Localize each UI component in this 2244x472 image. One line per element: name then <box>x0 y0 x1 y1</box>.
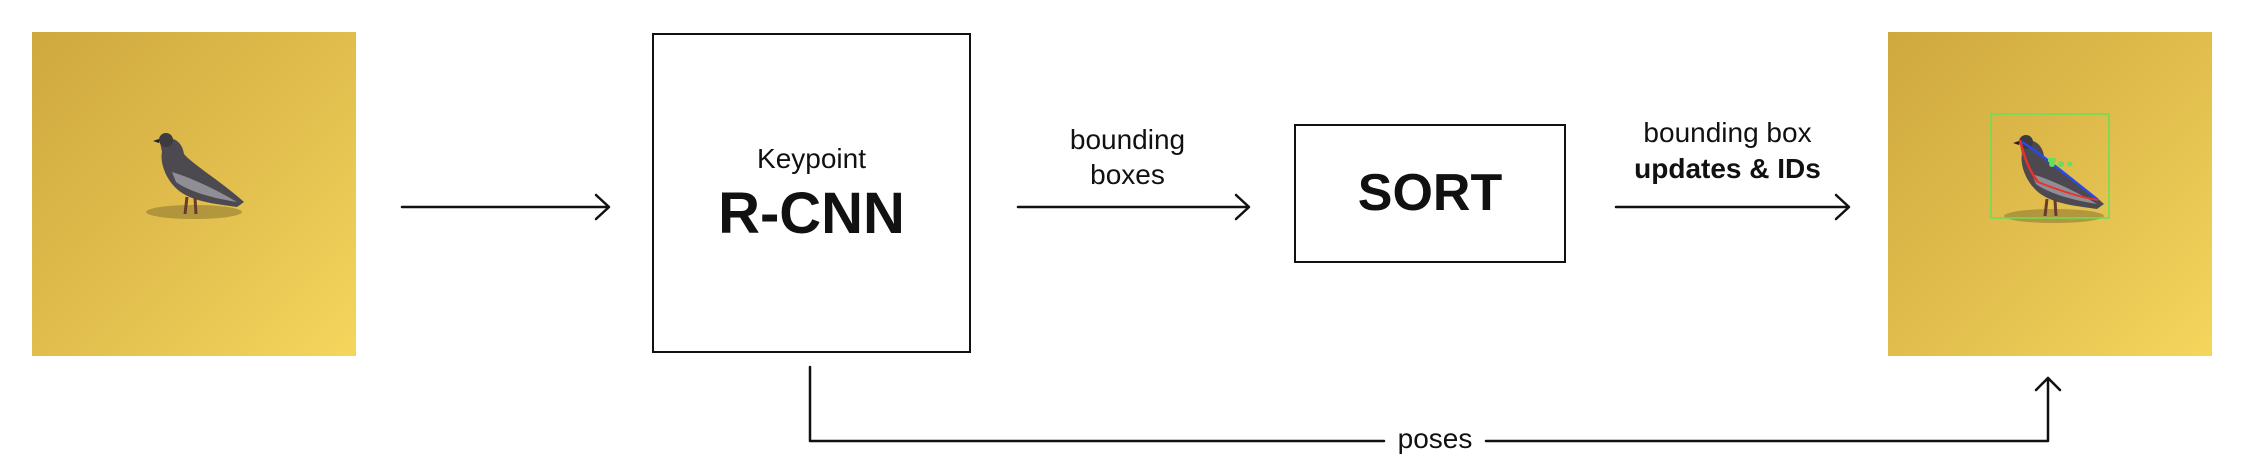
sort-to-output-label-line2: updates & IDs <box>1634 153 1821 184</box>
detection-box <box>1990 113 2110 219</box>
pigeon-photo-icon <box>32 32 356 356</box>
poses-line-right <box>1484 376 2050 443</box>
rcnn-to-sort-label-line2: boxes <box>1090 159 1165 190</box>
output-image <box>1888 32 2212 356</box>
sort-box: SORT <box>1294 124 1566 263</box>
poses-label: poses <box>1397 423 1473 454</box>
sort-to-output-label-line1: bounding box <box>1643 117 1812 148</box>
sort-label: SORT <box>1357 164 1503 222</box>
rcnn-to-sort-label-line1: bounding <box>1069 124 1186 155</box>
input-image <box>32 32 356 356</box>
pigeon-pose-overlay-icon <box>1888 32 2212 356</box>
rcnn-big-label: R-CNN <box>718 181 905 246</box>
rcnn-box: Keypoint R-CNN <box>652 33 971 353</box>
poses-line-left <box>808 365 1386 443</box>
rcnn-small-label: Keypoint <box>757 143 866 174</box>
